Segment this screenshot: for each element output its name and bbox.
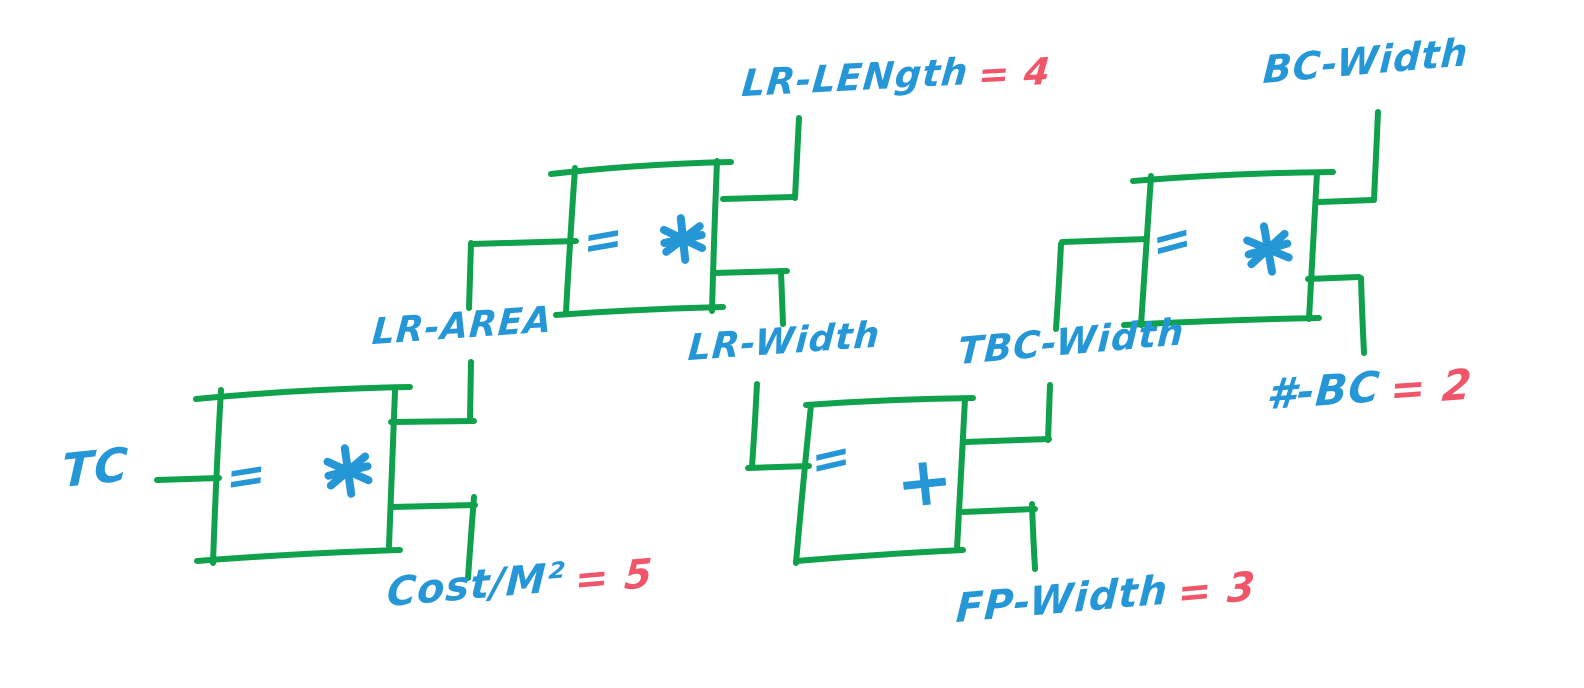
variable-value: = 4 [976, 49, 1053, 97]
bc-box-frame [1121, 169, 1336, 328]
equals-sign: = [224, 444, 268, 508]
equals-sign: = [811, 425, 852, 493]
equals-sign: = [1151, 207, 1194, 275]
tbc-sum-box-frame [793, 395, 976, 566]
equals-sign: = [582, 207, 624, 273]
multiply-icon [659, 214, 707, 264]
tbc-sum-box-wires [745, 381, 1053, 572]
plus-sign: + [892, 440, 957, 525]
tc-box-frame [193, 384, 413, 566]
multiply-icon [1243, 222, 1293, 276]
multiply-icon [323, 444, 373, 498]
variable-value: = 3 [1176, 563, 1257, 617]
variable-name: TC [61, 436, 130, 499]
label-tc: TC [59, 436, 131, 499]
tc-box-wires [154, 359, 478, 581]
variable-value: = 2 [1388, 359, 1474, 415]
variable-value: = 5 [573, 550, 654, 604]
lr-area-box-wires [466, 115, 802, 327]
lr-area-box-frame [548, 158, 734, 318]
bc-box-wires [1053, 109, 1381, 356]
variable-name: #-BC [1265, 361, 1382, 420]
